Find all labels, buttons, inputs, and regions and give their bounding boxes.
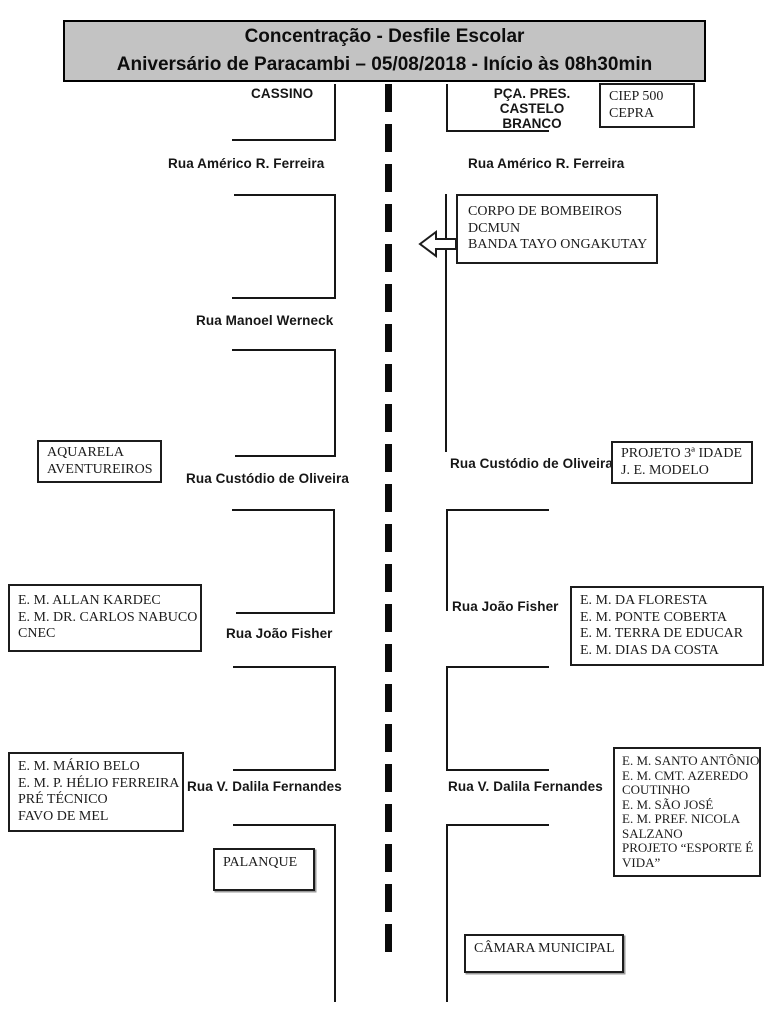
street-edge-line	[446, 769, 549, 771]
street-edge-line	[446, 509, 448, 611]
label-rua-dalila-left: Rua V. Dalila Fernandes	[187, 779, 342, 794]
street-edge-line	[334, 666, 336, 771]
box-line: AQUARELA	[47, 445, 124, 460]
praca-line-3: BRANCO	[502, 116, 562, 131]
box-line: CIEP 500	[609, 89, 664, 104]
parade-route-dashed-line	[385, 84, 392, 953]
label-rua-americo-left: Rua Américo R. Ferreira	[168, 156, 325, 171]
street-edge-line	[334, 84, 336, 141]
street-edge-line	[233, 769, 336, 771]
street-edge-line	[334, 349, 336, 457]
box-line: E. M. DIAS DA COSTA	[580, 642, 719, 658]
label-rua-americo-right: Rua Américo R. Ferreira	[468, 156, 625, 171]
street-edge-line	[333, 509, 335, 614]
label-praca-castelo-branco: PÇA. PRES. CASTELO BRANCO	[487, 86, 577, 131]
box-line: E. M. SANTO ANTÔNIO	[622, 753, 760, 768]
box-line: CNEC	[18, 626, 56, 641]
street-edge-line	[446, 130, 549, 132]
box-line: E. M. P. HÉLIO FERREIRA	[18, 775, 180, 791]
street-edge-line	[232, 139, 336, 141]
label-rua-custodio-left: Rua Custódio de Oliveira	[186, 471, 349, 486]
box-line: CÂMARA MUNICIPAL	[474, 941, 615, 956]
street-edge-line	[446, 509, 549, 511]
box-line: CEPRA	[609, 105, 655, 121]
box-line: DCMUN	[468, 220, 521, 236]
praca-line-2: CASTELO	[499, 101, 565, 116]
box-line: E. M. SÃO JOSÉ	[622, 796, 714, 812]
label-rua-manoel-werneck: Rua Manoel Werneck	[196, 313, 334, 328]
group-box-bombeiros: CORPO DE BOMBEIROS DCMUN BANDA TAYO ONGA…	[456, 194, 658, 264]
street-edge-line	[232, 509, 335, 511]
group-box-allan-kardec: E. M. ALLAN KARDEC E. M. DR. CARLOS NABU…	[8, 584, 202, 652]
box-line: PROJETO 3ª IDADE	[621, 446, 743, 461]
group-box-ciep: CIEP 500 CEPRA	[599, 83, 695, 128]
street-edge-line	[234, 194, 336, 196]
box-line: E. M. PONTE COBERTA	[580, 609, 727, 625]
box-line: FAVO DE MEL	[18, 808, 109, 824]
street-edge-line	[446, 666, 448, 771]
box-line: E. M. PREF. NICOLA	[622, 811, 741, 826]
praca-line-1: PÇA. PRES.	[493, 86, 571, 101]
street-edge-line	[235, 455, 336, 457]
group-box-floresta: E. M. DA FLORESTA E. M. PONTE COBERTA E.…	[570, 586, 764, 666]
box-line: CORPO DE BOMBEIROS	[468, 204, 623, 219]
box-line: E. M. MÁRIO BELO	[18, 759, 140, 774]
box-line: E. M. TERRA DE EDUCAR	[580, 626, 744, 641]
page-title-line-1: Concentração - Desfile Escolar	[244, 26, 525, 47]
box-line: BANDA TAYO ONGAKUTAY	[468, 237, 648, 252]
box-line: SALZANO	[622, 825, 683, 841]
group-box-palanque: PALANQUE	[213, 848, 315, 891]
label-rua-custodio-right: Rua Custódio de Oliveira	[450, 456, 613, 471]
box-line: E. M. ALLAN KARDEC	[18, 593, 161, 608]
box-line: PALANQUE	[223, 855, 298, 870]
group-box-projeto-idade: PROJETO 3ª IDADE J. E. MODELO	[611, 441, 753, 484]
box-line: E. M. DR. CARLOS NABUCO	[18, 609, 198, 625]
box-line: PROJETO “ESPORTE É	[622, 840, 754, 855]
box-line: E. M. CMT. AZEREDO	[622, 767, 749, 783]
street-edge-line	[232, 349, 336, 351]
street-edge-line	[232, 297, 336, 299]
group-box-santo-antonio: E. M. SANTO ANTÔNIO E. M. CMT. AZEREDO C…	[613, 747, 761, 877]
street-edge-line	[445, 194, 447, 452]
box-line: AVENTUREIROS	[47, 461, 153, 477]
group-box-camara: CÂMARA MUNICIPAL	[464, 934, 624, 973]
street-edge-line	[334, 824, 336, 1002]
label-cassino: CASSINO	[251, 86, 314, 101]
street-edge-line	[233, 824, 336, 826]
group-box-mario-belo: E. M. MÁRIO BELO E. M. P. HÉLIO FERREIRA…	[8, 752, 184, 832]
group-box-aquarela: AQUARELA AVENTUREIROS	[37, 440, 162, 483]
label-rua-joao-fisher-left: Rua João Fisher	[226, 626, 333, 641]
street-edge-line	[446, 824, 448, 1002]
street-edge-line	[446, 666, 549, 668]
street-edge-line	[446, 824, 549, 826]
box-line: PRÉ TÉCNICO	[18, 792, 108, 807]
box-line: E. M. DA FLORESTA	[580, 593, 708, 608]
label-rua-joao-fisher-right: Rua João Fisher	[452, 599, 559, 614]
street-edge-line	[233, 666, 336, 668]
box-line: J. E. MODELO	[621, 462, 709, 478]
box-line: COUTINHO	[622, 782, 690, 797]
street-edge-line	[446, 84, 448, 132]
direction-left-arrow-icon	[418, 230, 458, 258]
street-edge-line	[236, 612, 335, 614]
street-edge-line	[334, 194, 336, 299]
title-bar: Concentração - Desfile Escolar Aniversár…	[63, 20, 706, 82]
box-line: VIDA”	[622, 854, 661, 870]
page-title-line-2: Aniversário de Paracambi – 05/08/2018 - …	[116, 54, 653, 75]
label-rua-dalila-right: Rua V. Dalila Fernandes	[448, 779, 603, 794]
